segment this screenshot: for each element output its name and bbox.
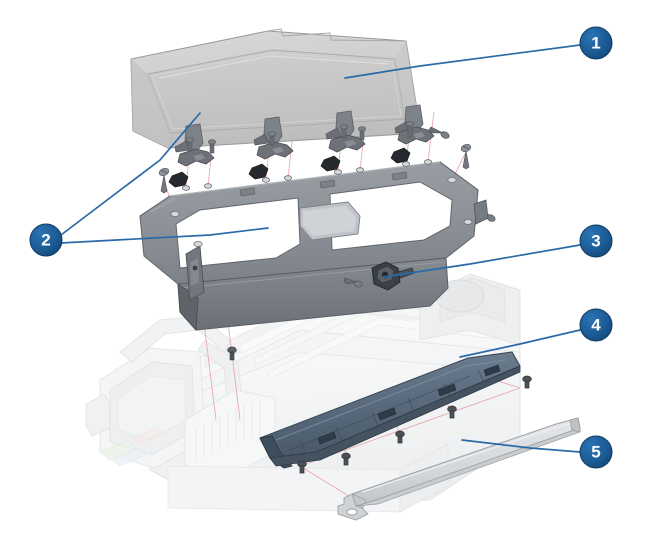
leader-line-3 [382, 244, 581, 278]
leader-line-5 [461, 439, 581, 453]
callout-5[interactable]: 5 [579, 435, 613, 469]
callout-4[interactable]: 4 [579, 308, 613, 342]
leader-line-2b [60, 227, 269, 244]
part-window-panel[interactable] [130, 28, 424, 153]
screw [428, 126, 450, 139]
frame-mounting-holes [170, 159, 473, 247]
callout-3[interactable]: 3 [579, 224, 613, 258]
screw [208, 139, 216, 154]
screws-part4 [297, 375, 532, 474]
leader-line-1 [344, 44, 581, 79]
callout-1[interactable]: 1 [579, 26, 613, 60]
leader-line-2a [60, 112, 201, 236]
leader-line-4 [459, 329, 581, 358]
screw [268, 131, 276, 146]
screw [227, 346, 237, 361]
hinge-clips [168, 126, 435, 188]
screw [460, 143, 472, 170]
screw [343, 277, 363, 288]
callout-leader-lines [60, 44, 581, 453]
screw [358, 126, 366, 141]
part-window-frame[interactable] [139, 159, 489, 332]
screw [158, 167, 170, 194]
part-upper-roll-cover[interactable] [259, 351, 532, 474]
part-front-trim-strip[interactable] [337, 417, 581, 521]
callout-2[interactable]: 2 [29, 223, 63, 257]
screw [340, 124, 348, 139]
screw [405, 121, 415, 138]
screw [186, 137, 194, 152]
